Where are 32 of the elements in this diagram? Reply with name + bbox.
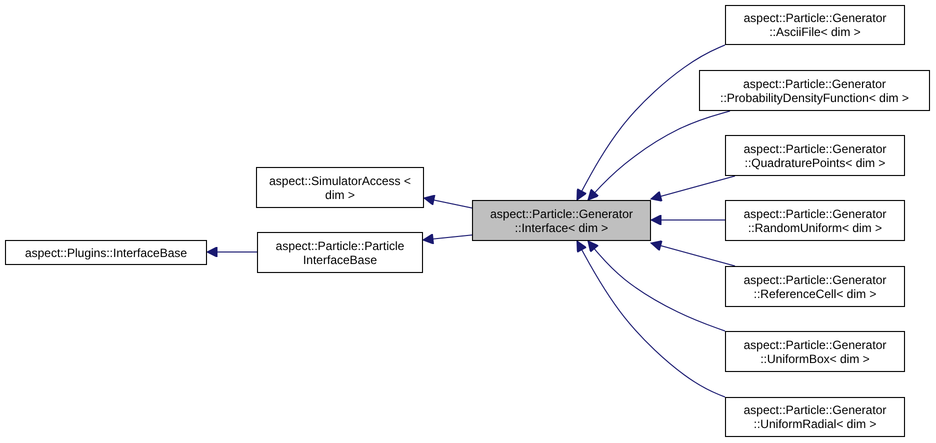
- class-name: aspect::Particle::Generator ::ReferenceCell< dim >: [742, 272, 888, 300]
- inheritance-arrow: [588, 240, 726, 332]
- class-name: aspect::Particle::Generator ::RandomUniform< dim >: [742, 206, 888, 234]
- inheritance-arrow: [650, 214, 726, 226]
- class-box: [472, 200, 651, 241]
- class-box: [725, 266, 905, 307]
- class-box: [725, 5, 905, 45]
- class-box: [257, 232, 423, 273]
- inheritance-arrow: [650, 176, 736, 202]
- inheritance-arrow: [206, 246, 258, 258]
- class-name: aspect::Plugins::InterfaceBase: [24, 246, 188, 260]
- inheritance-arrow: [424, 194, 472, 208]
- class-box: [5, 240, 207, 265]
- class-box: [725, 397, 905, 437]
- class-name: aspect::Particle::Generator ::QuadraturePoints< dim >: [742, 142, 888, 170]
- class-box: [699, 70, 930, 111]
- class-box: [725, 135, 905, 176]
- class-box: [725, 331, 905, 372]
- inheritance-arrow: [650, 240, 736, 266]
- inheritance-arrow: [422, 234, 472, 244]
- inheritance-arrow: [576, 44, 726, 200]
- class-name: aspect::Particle::Particle InterfaceBase: [274, 238, 406, 266]
- class-box: [725, 200, 905, 241]
- class-name: aspect::Particle::Generator ::UniformRadial< dim >: [742, 403, 888, 431]
- class-name: aspect::Particle::Generator ::AsciiFile< dim >: [742, 11, 888, 39]
- class-name: aspect::Particle::Generator ::UniformBox< dim >: [742, 338, 888, 366]
- class-name: aspect::Particle::Generator ::ProbabilityDensityFunction< dim >: [719, 76, 910, 104]
- class-name: aspect::SimulatorAccess < dim >: [268, 174, 412, 202]
- inheritance-arrow: [588, 110, 730, 200]
- class-name: aspect::Particle::Generator ::Interface< dim >: [489, 206, 634, 234]
- class-box: [256, 167, 424, 208]
- inheritance-arrow: [576, 240, 726, 398]
